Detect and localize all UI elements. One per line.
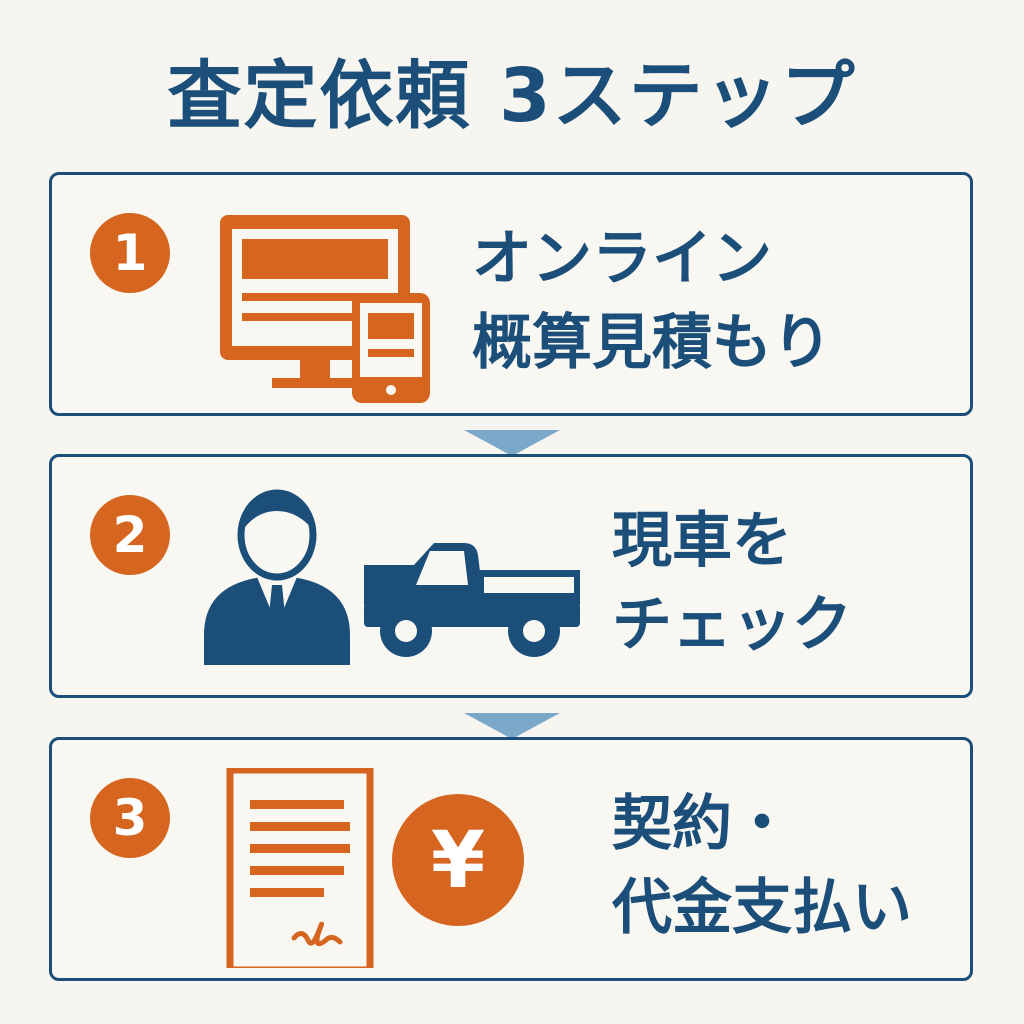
- down-arrow-icon: [464, 430, 560, 456]
- step-text-line1: オンライン: [472, 224, 772, 294]
- contract-document-icon: [226, 768, 374, 968]
- step-2-text: 現車を チェック: [612, 499, 852, 667]
- yen-symbol: ¥: [431, 816, 485, 906]
- yen-coin-icon: [392, 794, 524, 926]
- down-arrow-icon: [464, 713, 560, 739]
- step-1-card: 1 オンライン 概算見積もり: [49, 172, 973, 416]
- businessman-icon: [204, 489, 350, 665]
- step-number-badge: 3: [90, 778, 170, 858]
- step-3-text: 契約・ 代金支払い: [612, 782, 912, 950]
- step-number-badge: 2: [90, 495, 170, 575]
- step-3-card: 3 ¥ 契約・ 代金支払い: [49, 737, 973, 981]
- step-text-line2: 代金支払い: [612, 873, 912, 943]
- step-text-line1: 契約・: [612, 789, 792, 859]
- step-text-line2: 概算見積もり: [472, 308, 832, 378]
- step-1-text: オンライン 概算見積もり: [472, 217, 832, 385]
- step-number-badge: 1: [90, 213, 170, 293]
- businessman-and-truck-icon: [202, 485, 602, 685]
- truck-icon: [364, 543, 580, 657]
- step-text-line2: チェック: [612, 590, 852, 660]
- monitor-and-smartphone-icon: [202, 203, 602, 403]
- step-text-line1: 現車を: [612, 506, 792, 576]
- page-title: 査定依頼 3ステップ: [167, 53, 857, 139]
- contract-and-yen-icon: ¥: [202, 768, 602, 968]
- step-2-card: 2 現車を: [49, 454, 973, 698]
